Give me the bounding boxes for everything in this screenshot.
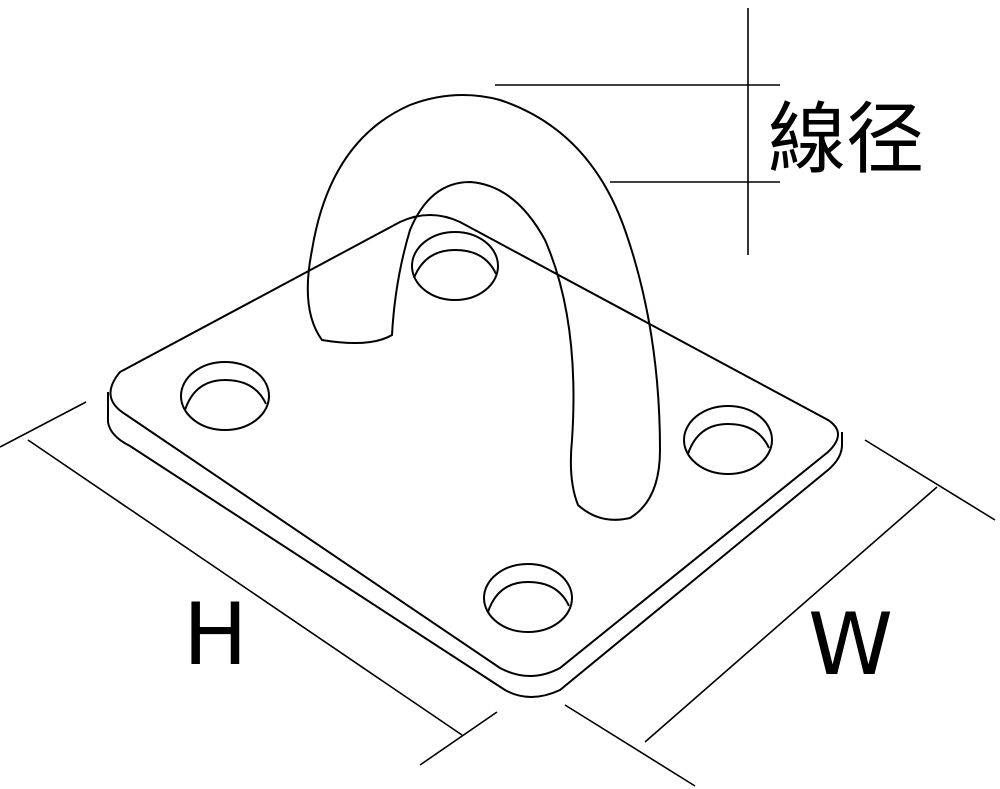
hole-top (411, 231, 499, 301)
height-label: H (183, 585, 248, 685)
mounting-holes (180, 231, 773, 633)
hole-right (683, 405, 773, 475)
width-dimension (564, 439, 996, 787)
height-dimension (0, 401, 498, 766)
plate-side (107, 392, 843, 698)
wire-diameter-label: 線径 (768, 95, 924, 185)
hole-left (180, 361, 270, 431)
hook-wire (306, 94, 662, 521)
plate-top (109, 214, 839, 677)
wire-diameter-dimension (495, 8, 780, 255)
hole-bottom (483, 563, 573, 633)
width-label: W (808, 595, 893, 695)
